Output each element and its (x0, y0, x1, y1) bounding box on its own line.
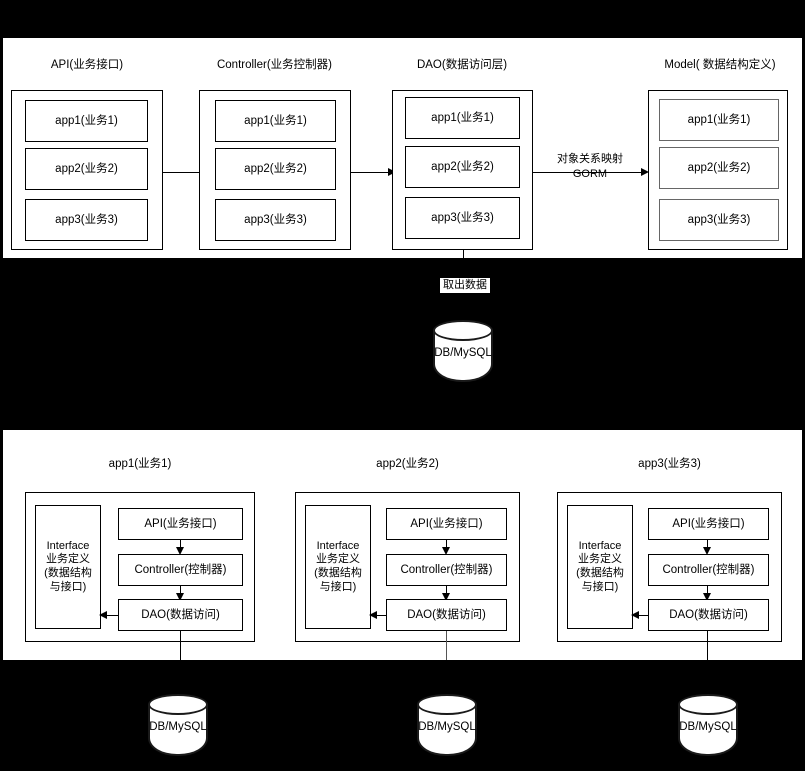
app2-controller-box[interactable] (386, 554, 507, 586)
app1-controller-box[interactable] (118, 554, 243, 586)
app2-api-to-controller-line (446, 540, 447, 549)
dao-app1-box[interactable] (405, 97, 520, 139)
app2-database-cylinder-top (417, 694, 477, 715)
app3-api-to-controller-line (707, 540, 708, 549)
dao-app3-box[interactable] (405, 197, 520, 239)
gorm-label-line1: 对象关系映射 (557, 153, 623, 165)
app1-database-cylinder-top (148, 694, 208, 715)
arrow-controller-to-dao-line (351, 172, 391, 173)
app3-dao-to-interface-head (631, 611, 639, 619)
column-title-controller: Controller(业务控制器) (216, 59, 332, 71)
gorm-label-line2: GORM (572, 168, 608, 180)
app1-dao-to-interface-line (101, 615, 118, 616)
app1-dao-to-db-line (180, 631, 181, 660)
app2-dao-to-interface-line (371, 615, 386, 616)
app2-interface-box[interactable] (305, 505, 371, 629)
column-title-api: API(业务接口) (50, 59, 124, 71)
app2-dao-to-db-line (446, 631, 447, 660)
app3-controller-to-dao-line (707, 586, 708, 595)
app1-api-box[interactable] (118, 508, 243, 540)
api-app1-box[interactable] (25, 100, 148, 142)
fetch-data-label: 取出数据 (440, 278, 490, 294)
app1-database-label: DB/MySQL (149, 721, 207, 733)
model-app2-box[interactable] (659, 147, 779, 189)
dao-app2-box[interactable] (405, 146, 520, 188)
app2-database: DB/MySQL (417, 694, 477, 756)
column-title-dao: DAO(数据访问层) (416, 59, 508, 71)
app2-database-label: DB/MySQL (418, 721, 476, 733)
app2-api-to-controller-head (442, 547, 450, 555)
api-app3-box[interactable] (25, 199, 148, 241)
central-database-label: DB/MySQL (434, 347, 492, 359)
app3-controller-box[interactable] (648, 554, 769, 586)
app2-database-cylinder-body (417, 704, 477, 756)
app1-interface-box[interactable] (35, 505, 101, 629)
app3-dao-box[interactable] (648, 599, 769, 631)
app1-controller-to-dao-line (180, 586, 181, 595)
app2-controller-to-dao-line (446, 586, 447, 595)
app3-interface-box[interactable] (567, 505, 633, 629)
app1-dao-box[interactable] (118, 599, 243, 631)
app3-module-title: app3(业务3) (638, 458, 701, 470)
app1-module-title: app1(业务1) (108, 458, 172, 470)
app3-api-to-controller-head (703, 547, 711, 555)
app1-database: DB/MySQL (148, 694, 208, 756)
app2-dao-to-interface-head (369, 611, 377, 619)
app3-database-cylinder-body (678, 704, 738, 756)
app3-dao-to-db-line (707, 631, 708, 660)
controller-app1-box[interactable] (215, 100, 336, 142)
controller-app2-box[interactable] (215, 148, 336, 190)
app3-dao-to-interface-line (633, 615, 648, 616)
app2-controller-to-dao-head (442, 593, 450, 601)
arrow-dao-to-model-line (533, 172, 645, 173)
app3-database-label: DB/MySQL (679, 721, 737, 733)
app1-dao-to-interface-head (99, 611, 107, 619)
controller-app3-box[interactable] (215, 199, 336, 241)
app1-controller-to-dao-head (176, 593, 184, 601)
arrow-api-to-controller-line (163, 172, 203, 173)
app1-api-to-controller-head (176, 547, 184, 555)
app3-api-box[interactable] (648, 508, 769, 540)
database-cylinder-top (433, 320, 493, 341)
arrow-dao-to-model-head (641, 168, 649, 176)
app1-api-to-controller-line (180, 540, 181, 549)
app3-database: DB/MySQL (678, 694, 738, 756)
central-database: DB/MySQL (433, 320, 493, 382)
column-title-model: Model( 数据结构定义) (664, 59, 776, 71)
api-app2-box[interactable] (25, 148, 148, 190)
app3-controller-to-dao-head (703, 593, 711, 601)
app2-api-box[interactable] (386, 508, 507, 540)
app2-module-title: app2(业务2) (376, 458, 439, 470)
model-app1-box[interactable] (659, 99, 779, 141)
app3-database-cylinder-top (678, 694, 738, 715)
app2-dao-box[interactable] (386, 599, 507, 631)
model-app3-box[interactable] (659, 199, 779, 241)
